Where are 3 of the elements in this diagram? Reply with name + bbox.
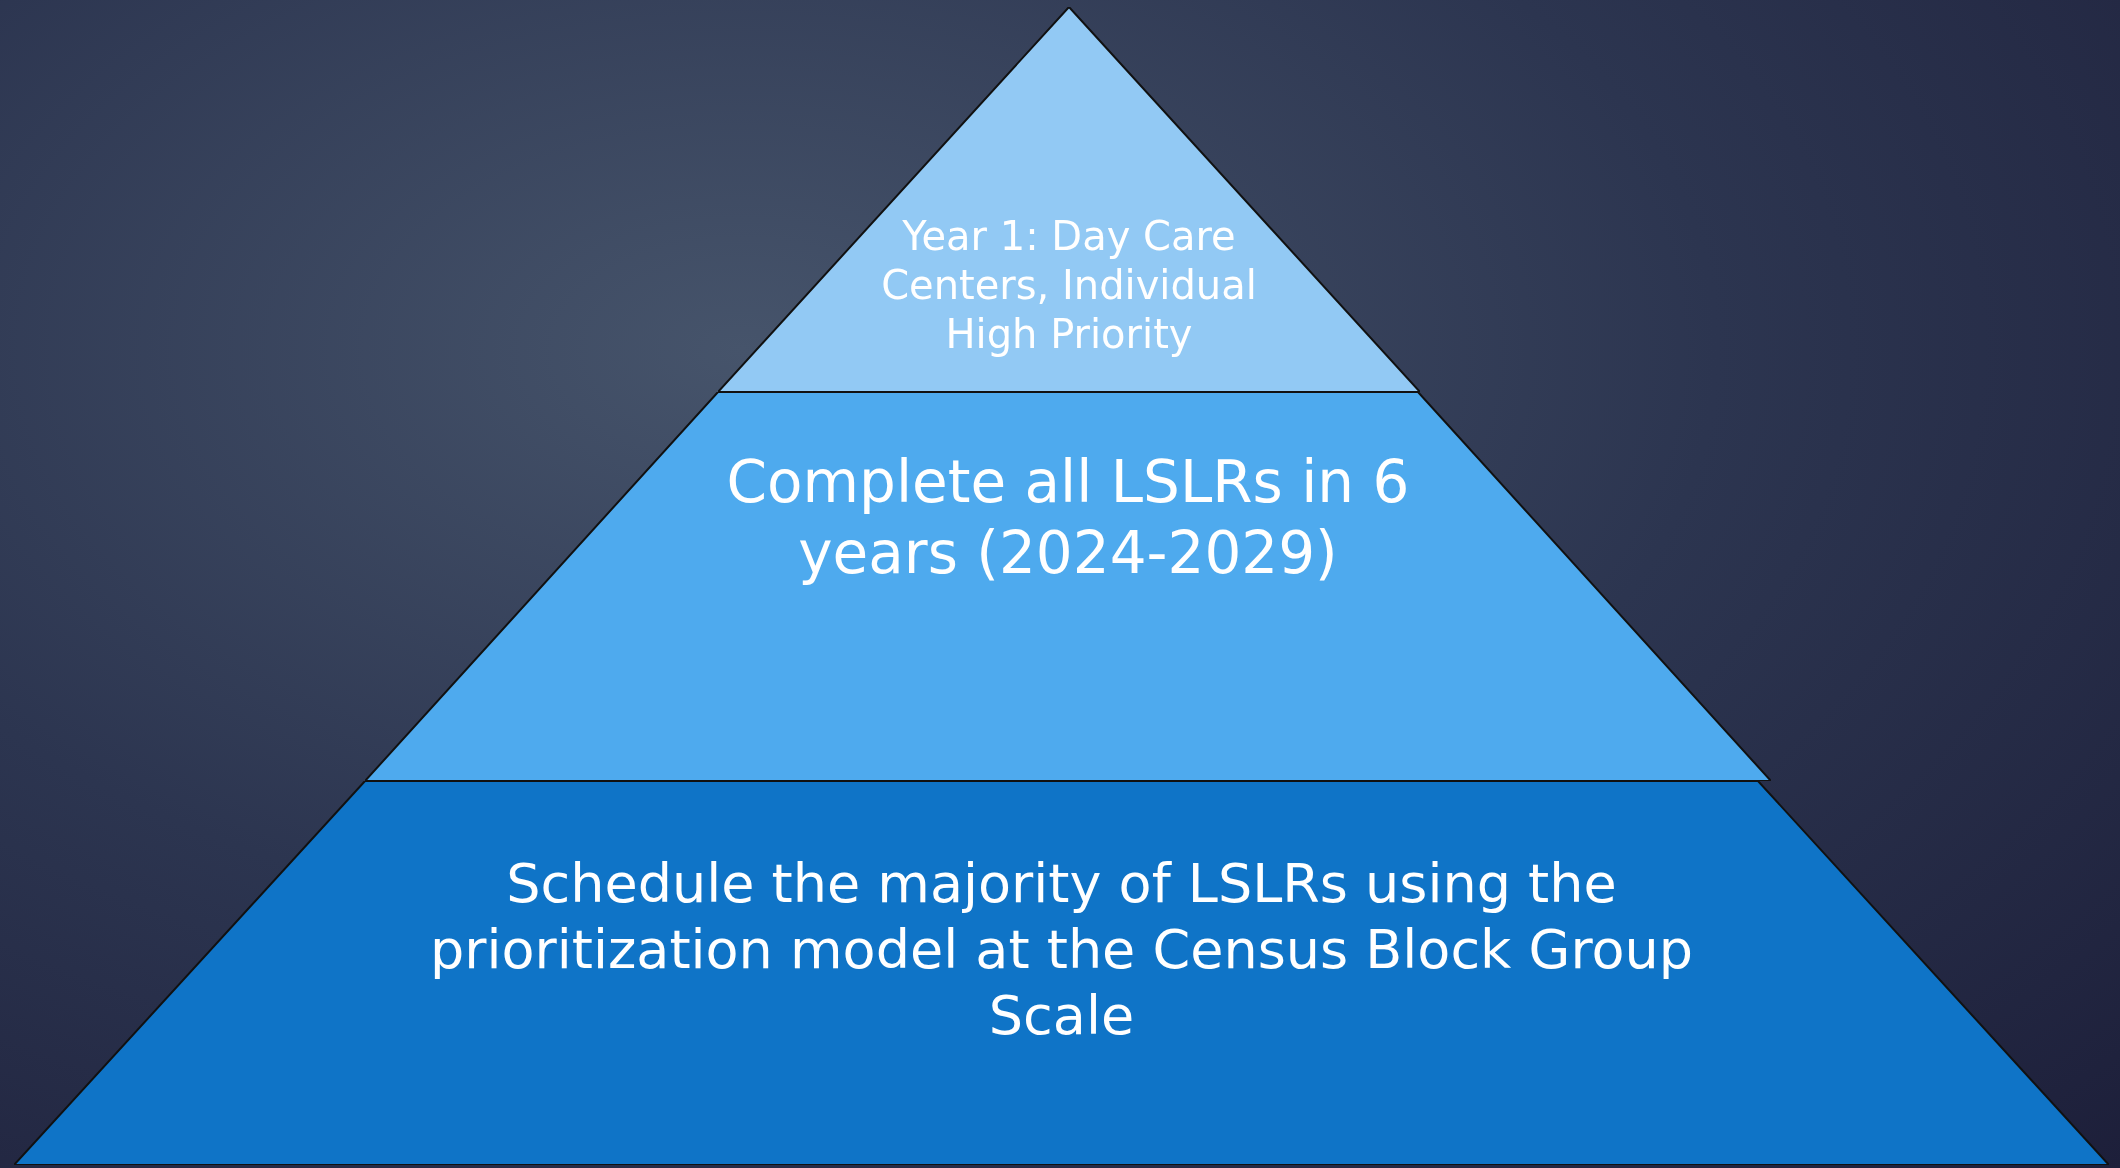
tier-text: Complete all LSLRs in 6 years (2024-2029) [725, 447, 1411, 589]
tier-text: Schedule the majority of LSLRs using the prioritization model at the Census Block Group Scale [429, 851, 1694, 1049]
tier-text: Year 1: Day Care Centers, Individual High Priority [880, 212, 1258, 359]
